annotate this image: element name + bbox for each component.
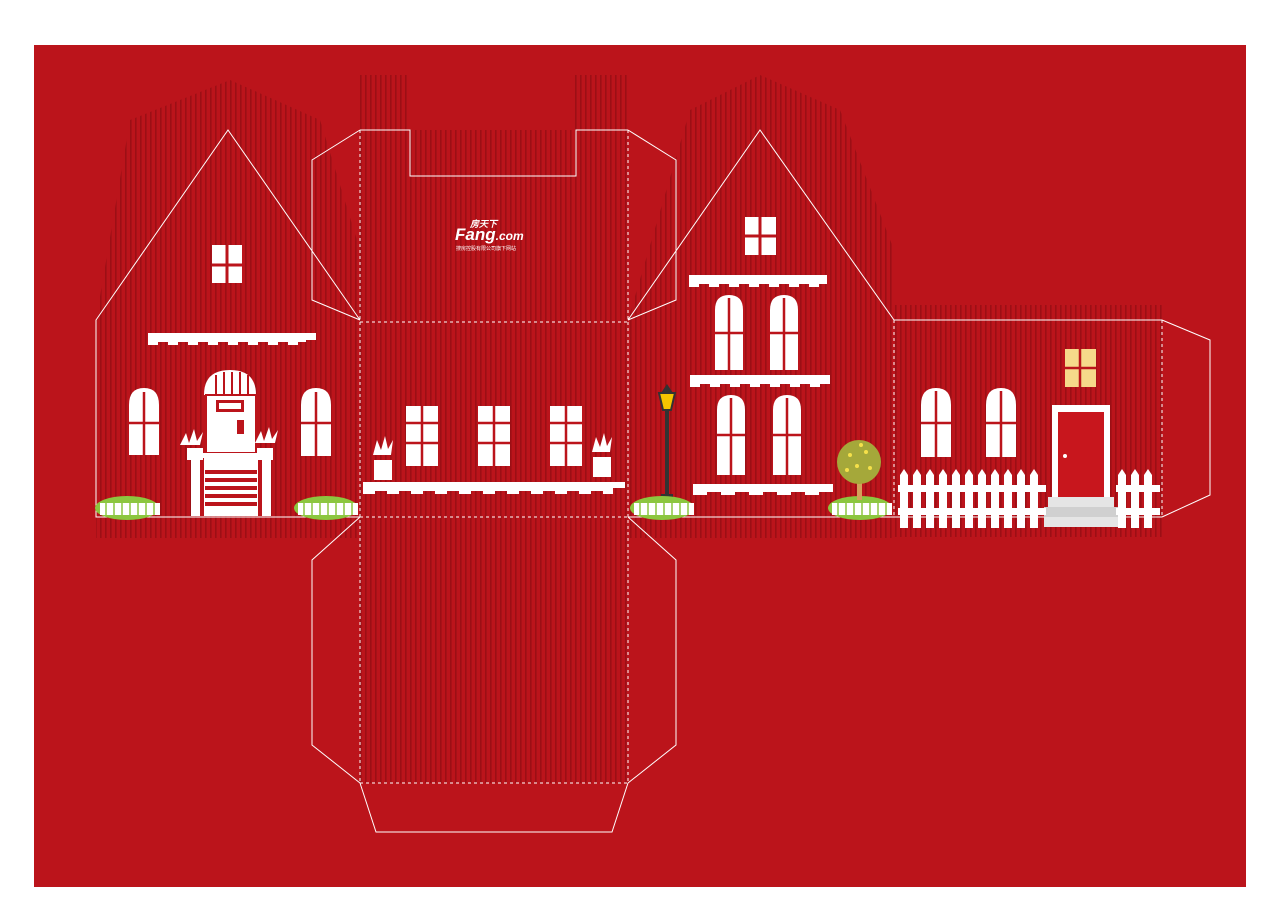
right-house-facade xyxy=(630,217,892,520)
logo-tagline: 搜房控股有限公司旗下网站 xyxy=(456,245,516,252)
front-panel-facade xyxy=(363,406,625,494)
awning-icon xyxy=(689,275,827,287)
brand-logo: 房天下 Fang.com 搜房控股有限公司旗下网站 xyxy=(455,219,524,252)
bush-icon xyxy=(828,496,892,520)
awning-icon xyxy=(148,333,316,345)
arched-window-icon xyxy=(770,295,798,370)
window-icon xyxy=(212,245,242,283)
arched-window-icon xyxy=(773,395,801,475)
awning-icon xyxy=(690,375,830,387)
awning-icon xyxy=(363,482,625,494)
side-wall-facade xyxy=(898,349,1160,528)
left-house-facade xyxy=(95,245,358,520)
window-icon xyxy=(550,406,582,466)
bush-icon xyxy=(630,496,694,520)
bush-icon xyxy=(294,496,358,520)
tower-entrance xyxy=(191,370,271,516)
picket-fence-icon xyxy=(898,469,1160,528)
logo-cn: 房天下 xyxy=(469,219,499,229)
window-icon xyxy=(406,406,438,466)
arched-window-icon xyxy=(921,388,951,457)
window-icon xyxy=(478,406,510,466)
arched-window-icon xyxy=(129,388,159,455)
logo-brand: Fang.com xyxy=(455,225,524,244)
window-icon xyxy=(745,217,776,255)
arched-window-icon xyxy=(301,388,331,456)
arched-window-icon xyxy=(986,388,1016,457)
tree-icon xyxy=(837,440,881,500)
potted-plant-icon xyxy=(255,427,278,460)
door-icon xyxy=(1044,405,1118,527)
potted-plant-icon xyxy=(180,429,203,460)
window-icon xyxy=(1065,349,1096,387)
arched-window-icon xyxy=(717,395,745,475)
fold-lines xyxy=(359,130,1163,784)
awning-icon xyxy=(693,484,833,495)
arched-window-icon xyxy=(715,295,743,370)
potted-plant-icon xyxy=(592,433,612,477)
bush-icon xyxy=(95,496,160,520)
potted-plant-icon xyxy=(373,436,393,480)
